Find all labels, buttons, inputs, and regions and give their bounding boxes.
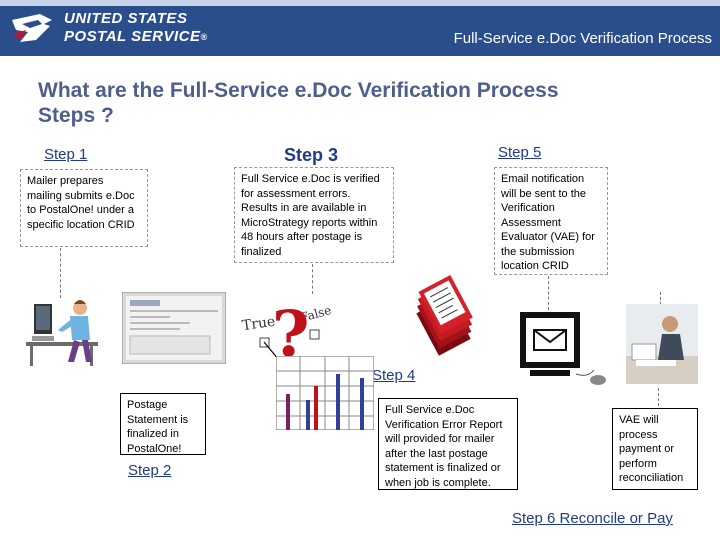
step3-label: Step 3 [284,145,339,165]
mailer-at-computer-icon [26,300,98,366]
vae-reviewer-photo-icon [626,304,698,384]
logo-registered: ® [200,32,208,42]
quiz-question-mark: ? [272,297,310,364]
step1-label[interactable]: Step 1 [44,146,88,163]
step6-box: VAE will process payment or perform reco… [612,408,698,490]
logo-line2: POSTAL SERVICE [64,28,201,45]
logo-wordmark: UNITED STATES POSTAL SERVICE® [64,10,208,46]
logo-line1: UNITED STATES [64,10,188,27]
page-title: What are the Full-Service e.Doc Verifica… [38,79,559,127]
step1-box: Mailer prepares mailing submits e.Doc to… [20,169,148,247]
usps-logo: UNITED STATES POSTAL SERVICE® [10,8,250,50]
email-computer-icon [520,312,606,385]
true-false-question-icon: True False ? [241,297,333,364]
step6-label[interactable]: Step 6 Reconcile or Pay [512,510,673,527]
step2-label[interactable]: Step 2 [128,462,172,479]
eagle-icon [12,14,52,42]
bar-chart-icon [276,356,374,430]
step3-box: Full Service e.Doc is verified for asses… [234,167,394,263]
connector-step1 [60,248,61,298]
step4-box: Full Service e.Doc Verification Error Re… [378,398,518,490]
header-title: Full-Service e.Doc Verification Process [453,30,712,47]
error-report-documents-icon [416,274,473,356]
postalone-screenshot-icon [122,292,226,364]
step5-box: Email notification will be sent to the V… [494,167,608,275]
step5-label[interactable]: Step 5 [498,144,542,161]
step4-label[interactable]: Step 4 [372,367,416,384]
step2-box: Postage Statement is finalized in Postal… [120,393,206,455]
connector-step6-lower [658,388,659,406]
connector-step3 [312,264,313,294]
connector-step6 [660,292,661,314]
header-stripe [0,0,720,6]
connector-step5 [548,276,549,310]
header-banner: UNITED STATES POSTAL SERVICE® Full-Servi… [0,0,720,56]
quiz-true-text: True [241,314,276,334]
